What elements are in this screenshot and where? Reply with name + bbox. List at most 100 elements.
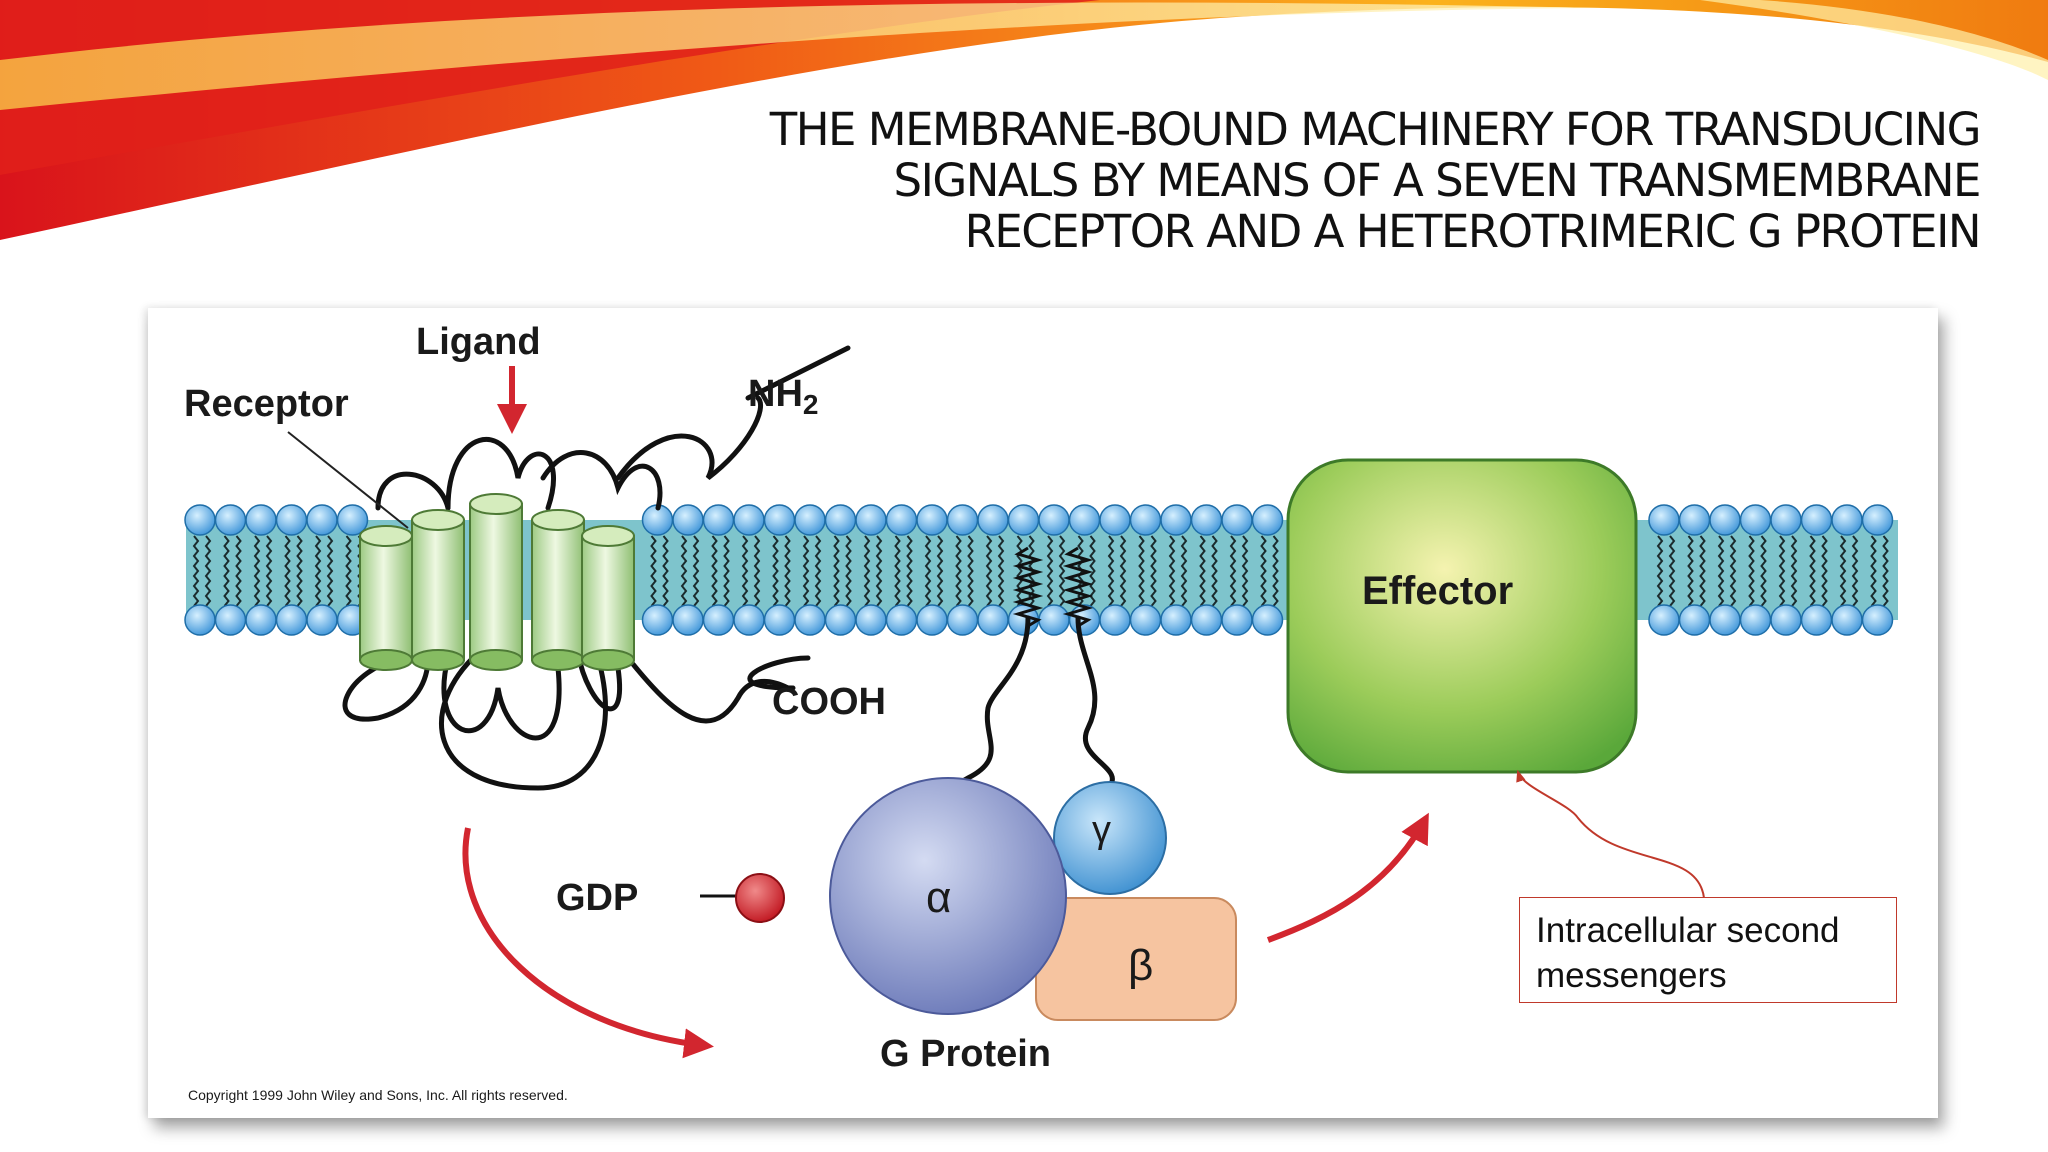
lipid-tail: [1107, 535, 1115, 607]
lipid-tail: [1882, 535, 1889, 607]
callout-line-2: messengers: [1536, 956, 1727, 995]
lipid-tail: [784, 535, 791, 607]
copyright-text: Copyright 1999 John Wiley and Sons, Inc.…: [188, 1087, 568, 1103]
lipid-head: [1831, 504, 1863, 536]
lipid-head: [1038, 604, 1070, 636]
lipid-head: [885, 504, 918, 536]
lipid-tail: [955, 535, 962, 607]
nh2-label: NH2: [748, 373, 818, 420]
lipid-head: [641, 604, 674, 636]
lipid-tail: [314, 535, 322, 607]
lipid-tail: [906, 535, 913, 607]
callout-line-1: Intracellular second: [1536, 911, 1840, 950]
lipid-tail: [680, 535, 688, 607]
lipid-head: [1800, 504, 1833, 536]
lipid-head: [672, 504, 704, 536]
lipid-tail: [1180, 535, 1188, 607]
lipid-head: [1190, 604, 1223, 636]
lipid-head: [1770, 604, 1802, 636]
lipid-tail: [235, 535, 242, 607]
lipid-tail: [1058, 535, 1066, 607]
lipid-head: [885, 604, 918, 636]
activation-arrow-right: [1266, 812, 1429, 943]
lipid-tail: [1851, 535, 1859, 607]
lipid-tail: [662, 535, 669, 607]
lipid-head: [916, 504, 948, 536]
beta-label: β: [1128, 941, 1153, 990]
lipid-head: [1251, 604, 1284, 636]
nh2-text: NH: [748, 373, 803, 415]
lipid-head: [672, 604, 704, 636]
title-line-3: RECEPTOR AND A HETEROTRIMERIC G PROTEIN: [964, 205, 1982, 258]
lipid-tail: [1839, 535, 1847, 607]
lipid-head: [1770, 504, 1802, 536]
lipid-head: [733, 604, 765, 636]
lipid-head: [1739, 604, 1772, 636]
lipid-head: [1831, 604, 1863, 636]
lipid-tail: [894, 535, 901, 607]
lipid-head: [336, 504, 369, 536]
lipid-head: [275, 604, 308, 636]
lipid-head: [702, 604, 735, 636]
lipid-head: [1007, 504, 1040, 536]
lipid-tail: [192, 535, 200, 607]
lipid-tail: [814, 535, 822, 607]
receptor-helix-bottom: [531, 649, 585, 671]
lipid-tail: [204, 535, 212, 607]
ligand-label: Ligand: [416, 321, 541, 363]
lipid-head: [977, 504, 1009, 536]
lipid-head: [306, 504, 338, 536]
lipid-tail: [753, 535, 761, 607]
lipid-head: [977, 604, 1009, 636]
cooh-label: COOH: [772, 681, 886, 723]
lipid-head: [1739, 504, 1772, 536]
lipid-head: [1648, 604, 1680, 636]
lipid-tail: [833, 535, 840, 607]
lipid-head: [306, 604, 338, 636]
title-line-1: THE MEMBRANE-BOUND MACHINERY FOR TRANSDU…: [769, 103, 1982, 156]
lipid-tails: [192, 535, 1889, 607]
lipid-head: [184, 604, 216, 636]
lipid-head: [1190, 504, 1223, 536]
lipid-tail: [1272, 535, 1279, 607]
nh2-subscript: 2: [803, 389, 819, 420]
effector-protein: [1286, 458, 1638, 774]
lipid-head: [794, 604, 826, 636]
receptor-helix-top: [359, 525, 413, 547]
lipid-head: [1068, 504, 1101, 536]
lipid-tail: [1211, 535, 1218, 607]
lipid-heads: [184, 504, 1894, 636]
lipid-head: [1678, 504, 1711, 536]
lipid-tail: [326, 535, 334, 607]
receptor-pointer-line: [287, 431, 409, 529]
activation-arrow-left: [462, 827, 714, 1059]
receptor-helix-bottom: [469, 649, 523, 671]
zigzag-anchors: [1012, 546, 1094, 628]
lipid-head: [824, 504, 857, 536]
gamma-label: γ: [1092, 809, 1111, 851]
lipid-tail: [845, 535, 852, 607]
lipid-head: [245, 604, 277, 636]
lipid-tail: [1717, 535, 1725, 607]
lipid-tail: [936, 535, 944, 607]
lipid-tail: [1016, 535, 1023, 607]
receptor-helix: [359, 535, 413, 661]
second-messengers-callout: Intracellular second messengers: [1519, 897, 1897, 1003]
lipid-head: [855, 604, 887, 636]
lipid-head: [1160, 504, 1192, 536]
lipid-tail: [650, 535, 657, 607]
g-protein-label: G Protein: [880, 1033, 1051, 1075]
lipid-tail: [1687, 535, 1694, 607]
lipid-head: [1099, 604, 1131, 636]
lipid-head: [1861, 604, 1894, 636]
alpha-subunit: [829, 777, 1067, 1015]
lipid-tail: [863, 535, 871, 607]
receptor-helix: [581, 535, 635, 661]
receptor-helix: [469, 503, 523, 661]
receptor-helix: [531, 519, 585, 661]
lipid-tail: [924, 535, 932, 607]
receptor-helix-bottom: [359, 649, 413, 671]
lipid-head: [1861, 504, 1894, 536]
lipid-tail: [1699, 535, 1706, 607]
lipid-tail: [223, 535, 230, 607]
